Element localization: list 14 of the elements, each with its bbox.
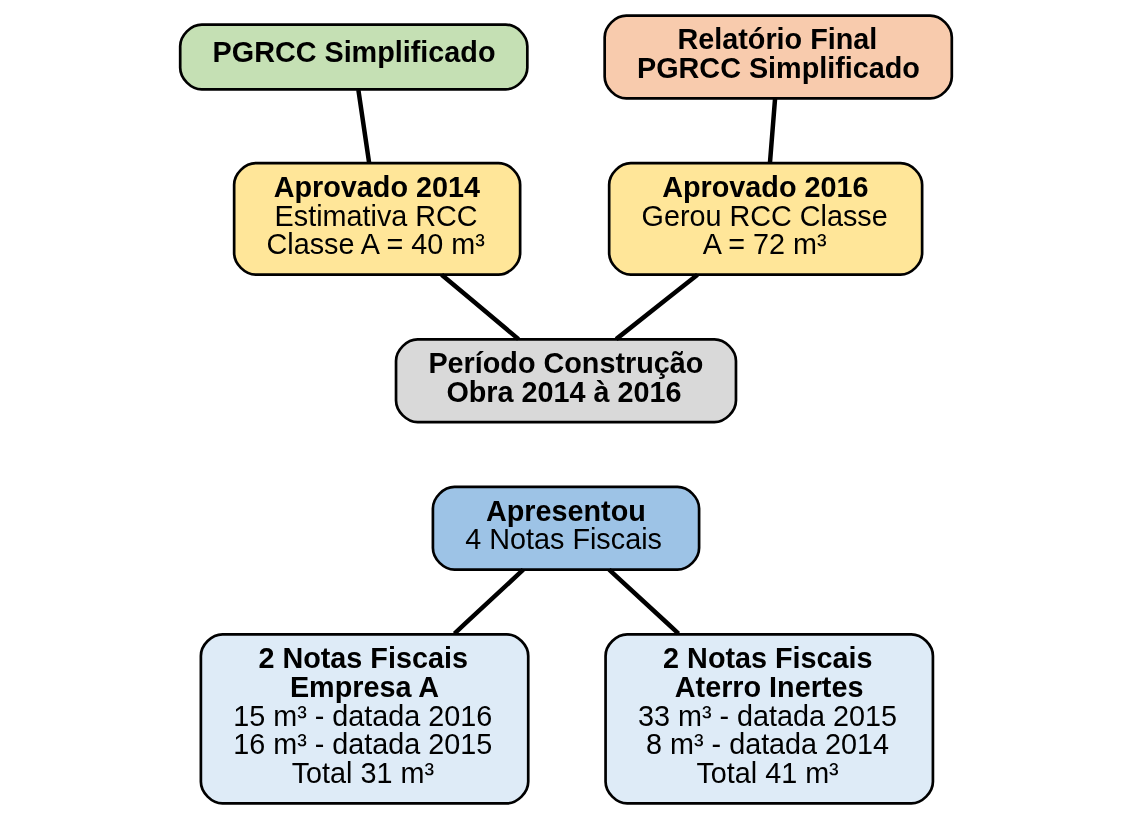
node-box: Apresentou 4 Notas Fiscais — [431, 485, 700, 571]
node-box: PGRCC Simplificado — [178, 23, 529, 91]
node-box: Aprovado 2016 Gerou RCC Classe A = 72 m³ — [607, 161, 923, 276]
connector — [614, 272, 699, 341]
node-box: 2 Notas Fiscais Aterro Inertes 33 m³ - datada 2015 8 m³ - datada 2014 Total 41 m³ — [603, 633, 934, 805]
connector — [452, 568, 525, 636]
node-box: 2 Notas Fiscais Empresa A 15 m³ - datada 2016 16 m³ - datada 2015 Total 31 m³ — [199, 633, 530, 805]
node-box: Relatório Final PGRCC Simplificado — [602, 14, 953, 100]
connector — [355, 89, 371, 164]
connector — [767, 98, 777, 163]
node-box: Aprovado 2014 Estimativa RCC Classe A = 40 m³ — [232, 161, 521, 276]
connector — [439, 272, 520, 341]
node-box: Período Construção Obra 2014 à 2016 — [394, 338, 737, 424]
connector — [607, 568, 680, 636]
